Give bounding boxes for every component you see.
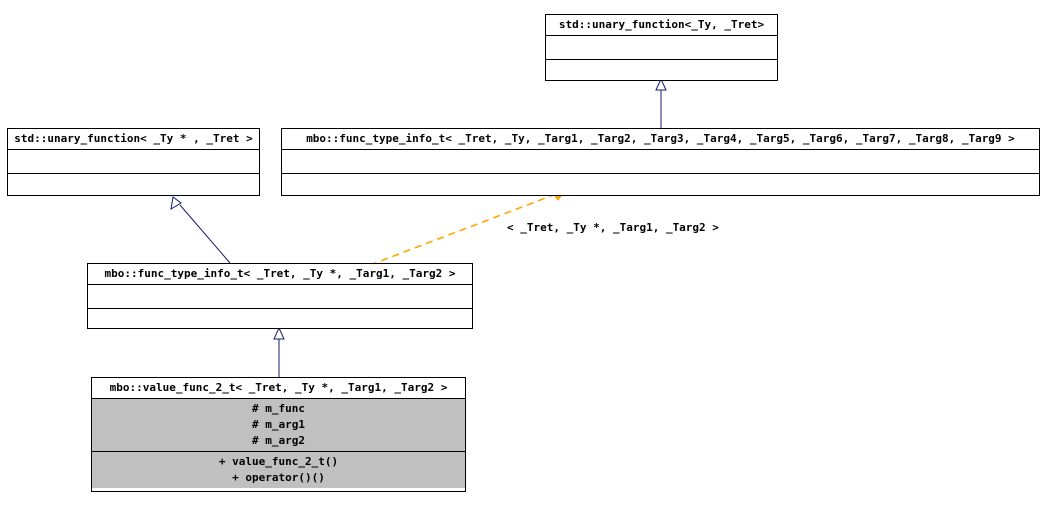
uml-class-title: mbo::value_func_2_t< _Tret, _Ty *, _Targ… — [92, 378, 465, 398]
uml-attributes-compartment — [282, 149, 1039, 173]
uml-attributes-compartment — [546, 35, 777, 59]
uml-operation: + value_func_2_t() — [218, 455, 339, 468]
uml-attribute: # m_arg2 — [252, 434, 305, 447]
edge-generalization-top — [655, 77, 667, 128]
uml-class-std-unary-function-ty-ptr-tret[interactable]: std::unary_function< _Ty * , _Tret > — [7, 128, 260, 196]
uml-operations-compartment — [282, 173, 1039, 195]
uml-attributes-compartment: # m_func # m_arg1 # m_arg2 — [92, 398, 465, 451]
uml-operations-compartment — [8, 173, 259, 195]
uml-class-mbo-func-type-info-t-9args[interactable]: mbo::func_type_info_t< _Tret, _Ty, _Targ… — [281, 128, 1040, 196]
uml-operations-compartment — [88, 308, 472, 328]
uml-class-std-unary-function-ty-tret[interactable]: std::unary_function<_Ty, _Tret> — [545, 14, 778, 81]
edge-generalization-left-arrowhead — [170, 196, 182, 210]
uml-attributes-compartment — [8, 149, 259, 173]
uml-operations-compartment — [546, 59, 777, 80]
edge-generalization-bottom-arrowhead — [273, 326, 285, 340]
uml-class-title: std::unary_function< _Ty * , _Tret > — [8, 129, 259, 149]
uml-class-mbo-func-type-info-t-2args[interactable]: mbo::func_type_info_t< _Tret, _Ty *, _Ta… — [87, 263, 473, 329]
uml-class-title: mbo::func_type_info_t< _Tret, _Ty *, _Ta… — [88, 264, 472, 284]
uml-class-title: std::unary_function<_Ty, _Tret> — [546, 15, 777, 35]
edge-template-binding-label: < _Tret, _Ty *, _Targ1, _Targ2 > — [507, 221, 719, 234]
edge-generalization-left-line — [179, 204, 231, 264]
uml-attribute: # m_func — [252, 402, 305, 415]
edge-generalization-left — [170, 196, 231, 264]
uml-operation: + operator()() — [232, 471, 325, 484]
uml-attribute: # m_arg1 — [252, 418, 305, 431]
edge-generalization-bottom — [273, 326, 285, 377]
uml-class-mbo-value-func-2-t[interactable]: mbo::value_func_2_t< _Tret, _Ty *, _Targ… — [91, 377, 466, 492]
uml-attributes-compartment — [88, 284, 472, 308]
uml-operations-compartment: + value_func_2_t() + operator()() — [92, 451, 465, 488]
uml-class-title: mbo::func_type_info_t< _Tret, _Ty, _Targ… — [282, 129, 1039, 149]
